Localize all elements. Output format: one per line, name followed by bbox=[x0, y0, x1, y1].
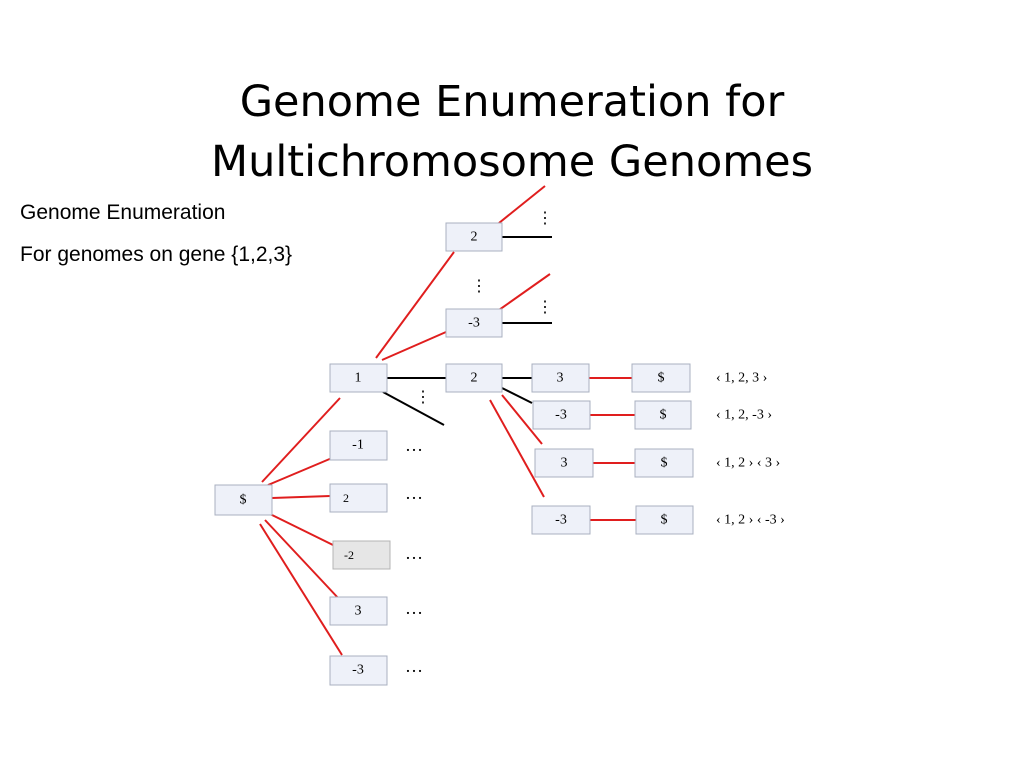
node-1-2-new-3: 3 bbox=[534, 448, 594, 478]
node-2: 2 bbox=[329, 483, 388, 513]
slide-title: Genome Enumeration for Multichromosome G… bbox=[0, 72, 1024, 192]
edge-1-more bbox=[382, 391, 445, 426]
node-end-4: $ bbox=[635, 505, 694, 535]
edge-root-3 bbox=[264, 519, 341, 601]
node-end-1: $ bbox=[631, 363, 691, 393]
node-end-2: $ bbox=[634, 400, 692, 430]
node-1: 1 bbox=[329, 363, 388, 393]
edge-root-minus3 bbox=[259, 523, 343, 656]
edge-minus3-newchrom bbox=[498, 273, 551, 311]
ellipsis-3: … bbox=[405, 598, 423, 618]
svg-text:2: 2 bbox=[343, 491, 349, 505]
ellipsis-2: … bbox=[405, 483, 423, 503]
result-2: ‹ 1, 2, -3 › bbox=[716, 408, 772, 423]
svg-text:-3: -3 bbox=[468, 316, 480, 331]
svg-text:-2: -2 bbox=[344, 548, 354, 562]
result-3: ‹ 1, 2 › ‹ 3 › bbox=[716, 456, 780, 471]
svg-text:-3: -3 bbox=[555, 513, 567, 528]
svg-text:$: $ bbox=[660, 408, 667, 423]
svg-text:3: 3 bbox=[561, 456, 568, 471]
svg-text:$: $ bbox=[661, 513, 668, 528]
node-minus1: -1 bbox=[329, 430, 388, 461]
subtitle-line1: Genome Enumeration bbox=[20, 201, 226, 224]
vertical-ellipsis-lower: ⋮ bbox=[415, 389, 431, 406]
edge-root-2 bbox=[271, 495, 331, 499]
node-1-2: 2 bbox=[445, 363, 503, 393]
svg-text:$: $ bbox=[658, 371, 665, 386]
svg-text:3: 3 bbox=[355, 604, 362, 619]
node-minus2: -2 bbox=[332, 540, 391, 570]
svg-text:1: 1 bbox=[355, 371, 362, 386]
slide-title-line2: Multichromosome Genomes bbox=[210, 137, 814, 187]
red-edges bbox=[259, 185, 636, 656]
vertical-ellipsis-right: ⋮ bbox=[537, 299, 553, 316]
ellipsis-minus3: … bbox=[405, 656, 423, 676]
edge-2-newchrom bbox=[498, 185, 546, 224]
node-1-new-2: 2 bbox=[445, 222, 503, 252]
edge-1-2 bbox=[375, 251, 455, 359]
svg-text:2: 2 bbox=[471, 371, 478, 386]
node-1-2-minus3: -3 bbox=[532, 400, 591, 430]
result-1: ‹ 1, 2, 3 › bbox=[716, 371, 767, 386]
node-3: 3 bbox=[329, 596, 388, 626]
edge-12-new3 bbox=[501, 394, 543, 445]
svg-text:$: $ bbox=[661, 456, 668, 471]
svg-text:2: 2 bbox=[471, 230, 478, 245]
node-1-new-minus3: -3 bbox=[445, 308, 503, 338]
edge-2-minus3-chain bbox=[501, 387, 533, 404]
vertical-ellipsis-top: ⋮ bbox=[537, 210, 553, 227]
edge-12-newminus3 bbox=[489, 399, 545, 498]
edge-root-minus2 bbox=[269, 513, 334, 546]
node-minus3: -3 bbox=[329, 655, 388, 686]
subtitle-line2: For genomes on gene {1,2,3} bbox=[20, 243, 293, 266]
node-root: $ bbox=[214, 484, 273, 516]
svg-text:3: 3 bbox=[557, 371, 564, 386]
svg-text:-3: -3 bbox=[555, 408, 567, 423]
node-1-2-new-minus3: -3 bbox=[531, 505, 591, 535]
result-4: ‹ 1, 2 › ‹ -3 › bbox=[716, 513, 785, 528]
ellipsis-minus1: … bbox=[405, 435, 423, 455]
svg-text:-1: -1 bbox=[352, 438, 364, 453]
edge-root-1 bbox=[261, 397, 341, 483]
node-1-2-3: 3 bbox=[531, 363, 590, 393]
ellipsis-minus2: … bbox=[405, 543, 423, 563]
edge-root-minus1 bbox=[267, 457, 333, 486]
black-edges bbox=[382, 236, 552, 426]
svg-text:$: $ bbox=[240, 493, 247, 508]
edge-1-minus3 bbox=[381, 331, 447, 361]
vertical-ellipsis-mid: ⋮ bbox=[471, 278, 487, 295]
svg-text:-3: -3 bbox=[352, 663, 364, 678]
slide-title-line1: Genome Enumeration for bbox=[239, 77, 785, 127]
node-end-3: $ bbox=[634, 448, 694, 478]
